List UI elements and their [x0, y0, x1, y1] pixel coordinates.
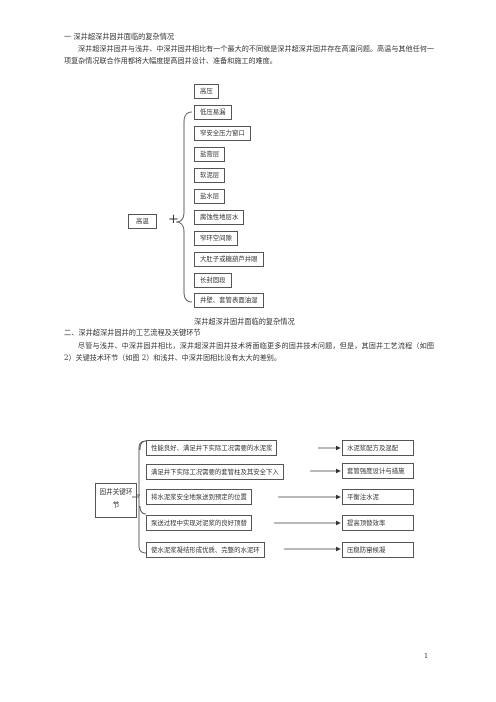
item-box: 盐水层	[194, 189, 226, 204]
item-box: 窄环空间隙	[194, 231, 238, 246]
technique-box: 压稳防窜候凝	[342, 542, 414, 558]
technique-box: 水泥浆配方及混配	[342, 440, 414, 456]
process-box: 性能良好、满足井下实际工况需要的水泥浆	[146, 440, 278, 456]
item-box: 低压易漏	[194, 105, 232, 120]
technique-box: 提高顶替效率	[342, 515, 414, 531]
item-box: 软泥层	[194, 168, 226, 183]
page-number: 1	[424, 652, 429, 660]
process-box: 将水泥浆安全地泵送到预定的位置	[146, 489, 252, 505]
section2-heading: 二、深井超深井固井的工艺流程及关键环节	[64, 328, 201, 337]
item-box: 长封固段	[194, 273, 232, 288]
process-box: 泵送过程中实现对泥浆的良好顶替	[146, 515, 252, 531]
item-box: 大肚子或糖葫芦井眼	[194, 252, 264, 267]
section1-heading: 一 深井超深井固井面临的复杂情况	[64, 32, 175, 41]
item-box: 井壁、套管表面油湿	[194, 293, 264, 308]
section1-paragraph: 深井超深井固井与浅井、中深井固井相比有一个最大的不同就是深井超深井固井存在高温问…	[64, 44, 434, 66]
diagram2-root: 固井关键环节	[95, 483, 137, 518]
item-box: 高压	[194, 84, 219, 99]
plus-sign: +	[168, 212, 179, 227]
diagram1-caption: 深井超深井固井面临的复杂情况	[194, 317, 295, 326]
diagram1-root: 高温	[128, 214, 157, 229]
process-box: 使水泥浆凝结形成优质、完整的水泥环	[146, 542, 265, 558]
technique-box: 套管强度设计与措施	[342, 463, 414, 479]
section2-paragraph: 尽管与浅井、中深井固井相比，深井超深井固井技术将面临更多的固井技术问题，但是，其…	[64, 341, 434, 363]
technique-box: 平衡注水泥	[342, 489, 414, 505]
item-box: 盐膏层	[194, 147, 226, 162]
process-box: 满足井下实际工况需要的套管柱及其安全下入	[146, 464, 284, 480]
item-box: 腐蚀性地层水	[194, 210, 245, 225]
item-box: 窄安全压力窗口	[194, 126, 251, 141]
